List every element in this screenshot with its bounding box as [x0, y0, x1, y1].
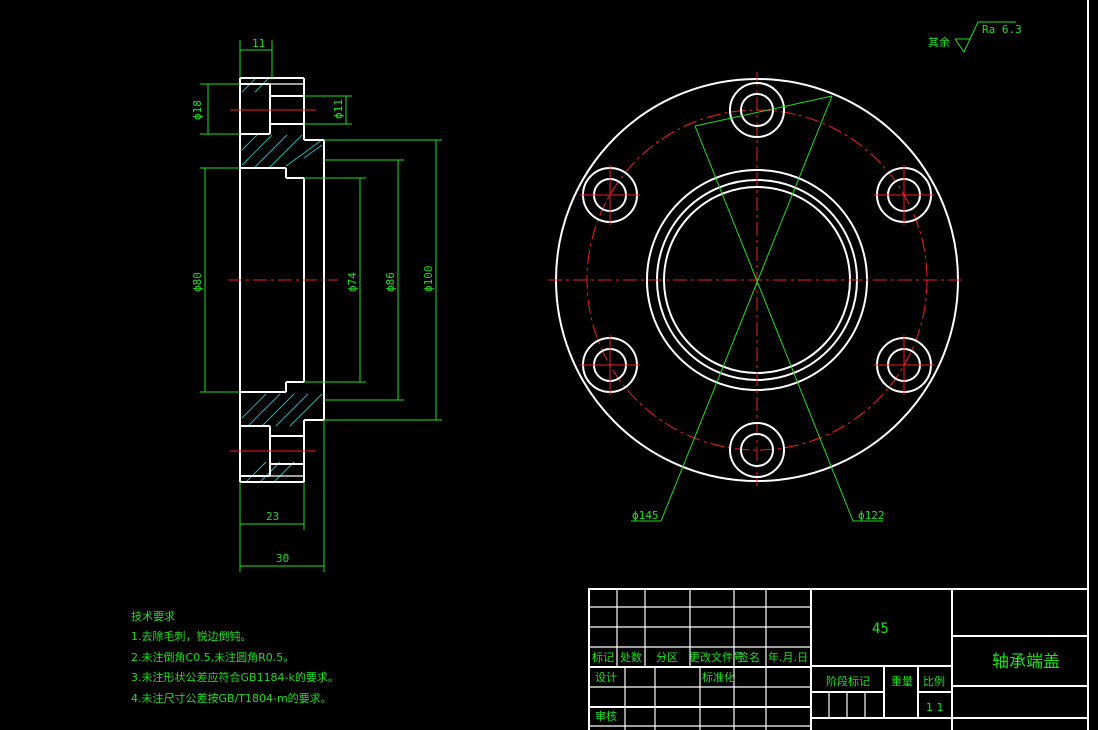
tech-req-item-4: 4.未注尺寸公差按GB/T1804-m的要求。: [131, 691, 332, 705]
tb-stage-mark: 阶段标记: [826, 674, 870, 688]
tb-header-mark: 标记: [592, 650, 614, 664]
dim-inner-dia: ϕ74: [346, 272, 359, 292]
tech-req-title: 技术要求: [131, 610, 175, 623]
tb-weight: 重量: [891, 674, 913, 688]
dim-outer-dia: ϕ145: [632, 509, 659, 522]
dim-top-width: 11: [252, 37, 265, 50]
tech-req-item-2: 2.未注倒角C0.5,未注圆角R0.5。: [131, 650, 294, 664]
tb-review: 审核: [595, 709, 617, 723]
dim-spigot-dia: ϕ86: [384, 272, 397, 292]
dim-outer-step-dia: ϕ100: [422, 266, 435, 293]
roughness-label: 其余: [928, 35, 950, 49]
bolt-hole-upper-left: [580, 165, 640, 225]
tech-req-item-1: 1.去除毛刺，锐边倒钝。: [131, 629, 252, 643]
bolt-hole-upper-right: [874, 165, 934, 225]
section-hatching: [241, 77, 323, 483]
bolt-hole-lower-right: [874, 335, 934, 395]
section-dimensions: 11 ϕ18 ϕ11 ϕ80 ϕ74 ϕ86 ϕ100: [191, 37, 442, 572]
title-block: 标记 处数 分区 更改文件号 签名 年.月.日 设计 标准化 审核 45 轴承端…: [588, 588, 1089, 730]
section-view: 11 ϕ18 ϕ11 ϕ80 ϕ74 ϕ86 ϕ100: [191, 37, 442, 572]
tb-scale-value: 1 1: [926, 701, 944, 714]
bolt-hole-top: [729, 82, 785, 138]
tb-header-date: 年.月.日: [768, 650, 808, 664]
bolt-hole-bottom: [729, 422, 785, 478]
front-dimensions: ϕ145 ϕ122: [631, 95, 885, 522]
tb-header-count: 处数: [620, 651, 642, 664]
technical-requirements: 技术要求 1.去除毛刺，锐边倒钝。 2.未注倒角C0.5,未注圆角R0.5。 3…: [131, 610, 339, 705]
tb-scale: 比例: [923, 674, 945, 688]
dim-len-30: 30: [276, 552, 289, 565]
section-centerlines: [228, 109, 338, 452]
dim-len-23: 23: [266, 510, 279, 523]
tb-header-zone: 分区: [656, 651, 678, 664]
surface-roughness-note: 其余 Ra 6.3: [928, 21, 1022, 54]
dim-pcd-dia: ϕ122: [858, 509, 885, 522]
tb-header-signature: 签名: [738, 650, 760, 664]
bolt-hole-lower-left: [580, 335, 640, 395]
tb-material: 45: [872, 621, 889, 637]
tb-part-name: 轴承端盖: [992, 652, 1060, 672]
roughness-value: Ra 6.3: [982, 23, 1022, 36]
tb-header-change-doc: 更改文件号: [689, 650, 744, 664]
dim-bore-dia: ϕ80: [191, 272, 204, 292]
tb-standardization: 标准化: [702, 670, 735, 684]
tech-req-item-3: 3.未注形状公差应符合GB1184-k的要求。: [131, 670, 339, 684]
dim-bolt-dia: ϕ11: [332, 99, 345, 119]
tb-design: 设计: [595, 671, 617, 684]
dim-hole-dia: ϕ18: [191, 100, 204, 120]
front-view: ϕ145 ϕ122: [548, 72, 966, 522]
